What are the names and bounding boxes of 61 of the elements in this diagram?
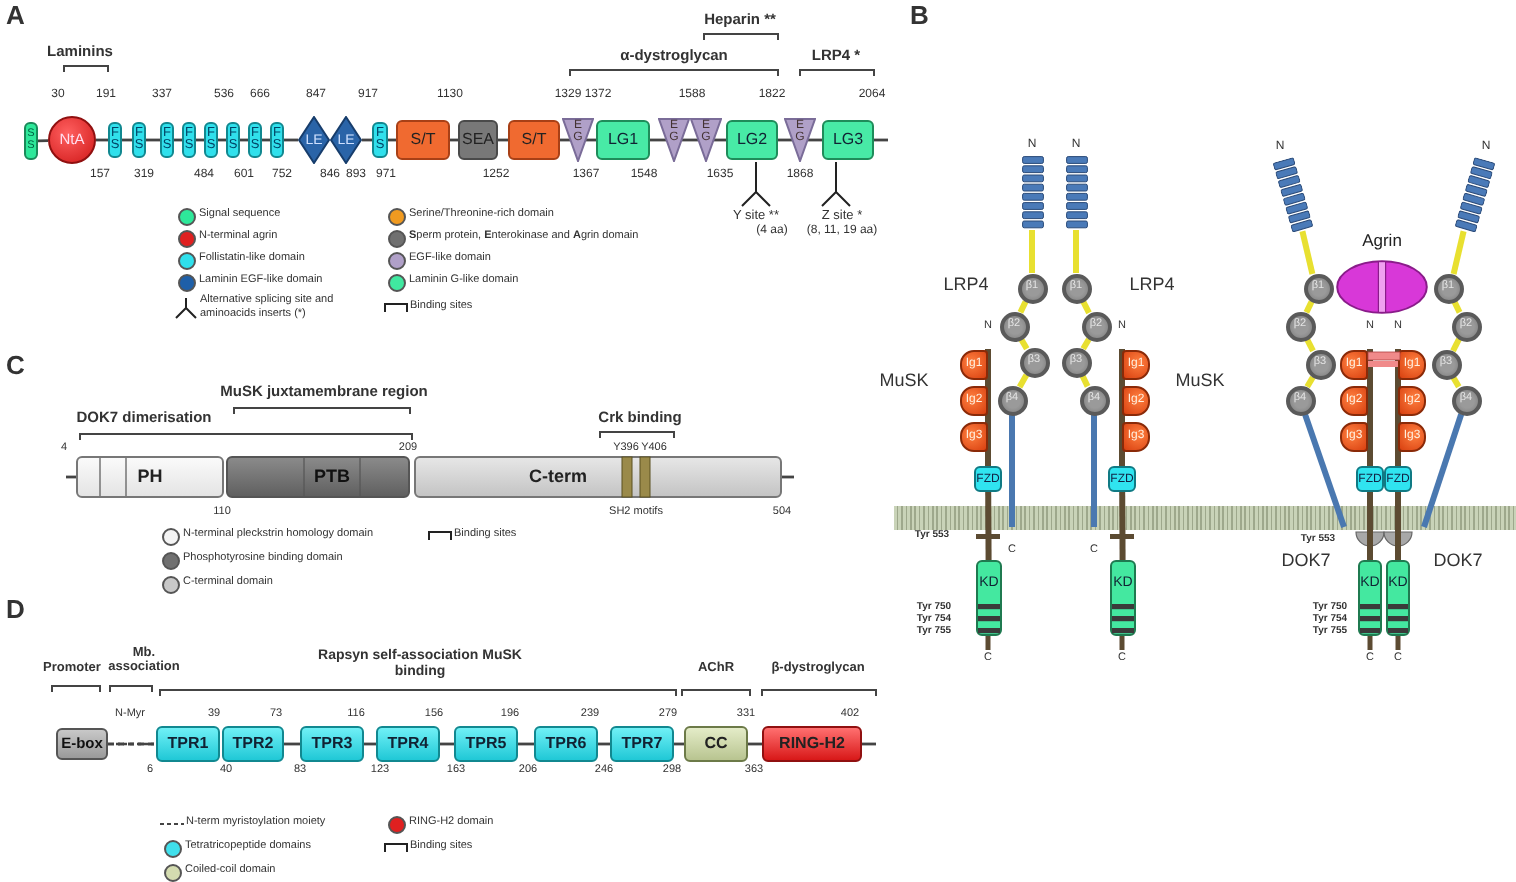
ring-h2-domain: RING-H2 xyxy=(762,726,862,762)
protein-chain-line xyxy=(985,491,992,561)
protein-chain-line xyxy=(1017,373,1029,389)
protein-chain-line xyxy=(1395,492,1401,560)
ptb-domain: PTB xyxy=(226,456,410,498)
ser-thr-domain: S/T xyxy=(396,120,450,160)
protein-chain-line xyxy=(1119,349,1125,466)
coiled-coil-domain: CC xyxy=(684,726,748,762)
protein-label: DOK7 xyxy=(1281,552,1331,572)
protein-chain-line xyxy=(1091,415,1097,527)
protein-chain-line xyxy=(1009,415,1015,527)
panel-letter: D xyxy=(6,595,25,625)
protein-label: LRP4 xyxy=(1129,276,1175,296)
protein-chain-line xyxy=(1302,413,1347,528)
protein-chain-line xyxy=(1367,349,1373,466)
tpr-domain: TPR2 xyxy=(222,726,284,762)
laminin-g-domain: LG1 xyxy=(596,120,650,160)
tpr-domain: TPR7 xyxy=(610,726,674,762)
protein-label: DOK7 xyxy=(1433,552,1483,572)
lrp4-propeller-stack xyxy=(1271,156,1313,235)
protein-chain-line xyxy=(1368,361,1398,367)
protein-chain-line xyxy=(1450,230,1467,275)
protein-label: LRP4 xyxy=(943,276,989,296)
panel-letter: B xyxy=(910,1,929,31)
protein-chain-line xyxy=(1421,413,1465,528)
protein-chain-line xyxy=(1450,337,1462,353)
tpr-domain: TPR6 xyxy=(534,726,598,762)
protein-chain-line xyxy=(37,139,49,143)
laminin-g-domain: LG3 xyxy=(822,120,874,160)
c-terminal-domain: C-term xyxy=(414,456,782,498)
lrp4-propeller-stack xyxy=(1021,156,1043,230)
protein-chain-line xyxy=(1080,337,1092,351)
protein-label: MuSK xyxy=(879,372,929,392)
protein-chain-line xyxy=(1299,230,1316,275)
ser-thr-domain: S/T xyxy=(508,120,560,160)
lrp4-propeller-stack xyxy=(1065,156,1087,230)
protein-label: MuSK xyxy=(1175,372,1225,392)
protein-chain-line xyxy=(1080,299,1092,315)
laminin-g-domain: LG2 xyxy=(726,120,778,160)
protein-chain-line xyxy=(1119,491,1126,561)
protein-chain-line xyxy=(1367,492,1373,560)
protein-chain-line xyxy=(108,742,156,746)
tpr-domain: TPR1 xyxy=(156,726,220,762)
tpr-domain: TPR5 xyxy=(454,726,518,762)
protein-label: Agrin xyxy=(1360,232,1404,249)
panel-letter: C xyxy=(6,351,25,381)
cell-membrane-band xyxy=(894,506,1516,530)
protein-chain-line xyxy=(1303,300,1315,314)
ph-domain: PH xyxy=(76,456,224,498)
tpr-domain: TPR4 xyxy=(376,726,440,762)
lrp4-propeller-stack xyxy=(1453,156,1495,235)
protein-chain-line xyxy=(1304,375,1316,389)
protein-chain-line xyxy=(1017,300,1029,314)
protein-chain-line xyxy=(1395,349,1401,466)
protein-chain-line xyxy=(1304,337,1316,353)
sea-domain: SEA xyxy=(458,120,498,160)
protein-chain-line xyxy=(985,349,991,466)
tpr-domain: TPR3 xyxy=(300,726,364,762)
protein-chain-line xyxy=(1029,230,1035,273)
protein-chain-line xyxy=(1073,230,1079,273)
panel-letter: A xyxy=(6,1,25,31)
